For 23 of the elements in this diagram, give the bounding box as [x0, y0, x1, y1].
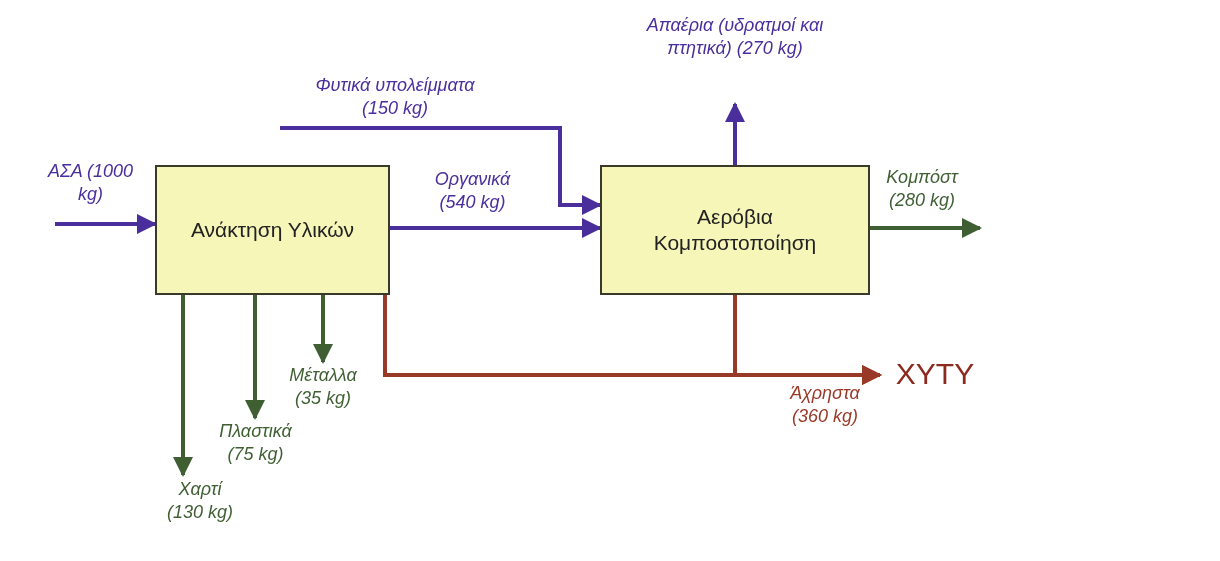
arrow: [313, 295, 333, 364]
arrow: [245, 295, 265, 420]
edge-label: Πλαστικά (75 kg): [218, 420, 293, 467]
arrow: [390, 218, 602, 238]
edge-label: Άχρηστα (360 kg): [788, 382, 861, 429]
edge-label: Οργανικά (540 kg): [433, 168, 512, 215]
arrow: [55, 214, 157, 234]
edge-label: Φυτικά υπολείμματα (150 kg): [314, 74, 476, 121]
edge-label: Κομπόστ (280 kg): [885, 166, 960, 213]
edge-label: Απαέρια (υδρατμοί και πτητικά) (270 kg): [645, 14, 825, 61]
process-box: [600, 165, 870, 295]
arrow: [870, 218, 982, 238]
destination-label: ΧΥΤΥ: [880, 352, 990, 396]
edge-label: Χαρτί (130 kg): [165, 478, 234, 525]
arrow: [173, 295, 193, 477]
edge-label: ΑΣΑ (1000 kg): [46, 160, 135, 207]
arrow: [733, 295, 882, 385]
process-label: Ανάκτηση Υλικών: [189, 216, 356, 243]
arrow: [280, 126, 602, 215]
process-label: Αερόβια Κομποστοποίηση: [652, 203, 818, 256]
arrow: [725, 102, 745, 165]
edge-label: Μέταλλα (35 kg): [288, 364, 358, 411]
process-box: [155, 165, 390, 295]
